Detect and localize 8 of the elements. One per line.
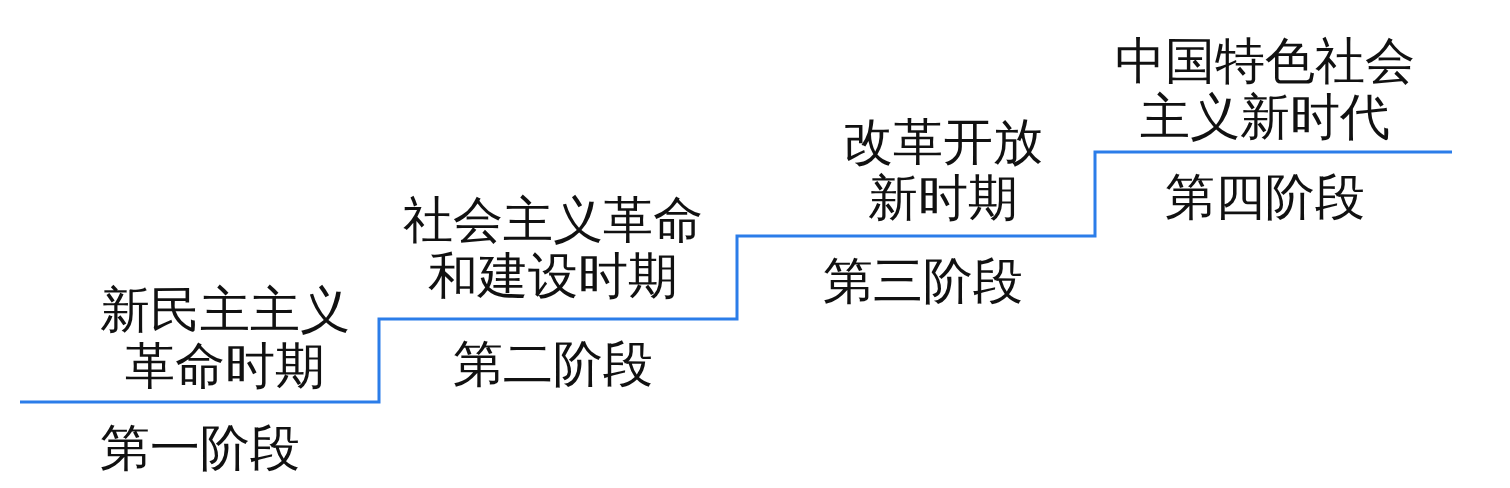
stage-label: 第三阶段: [822, 253, 1024, 309]
period-label: 社会主义革命和建设时期: [402, 192, 704, 304]
stage-label: 第一阶段: [99, 420, 301, 476]
stage-label: 第四阶段: [1164, 169, 1366, 225]
period-label: 中国特色社会主义新时代: [1114, 33, 1416, 145]
stage-label: 第二阶段: [452, 336, 654, 392]
period-label: 新民主主义革命时期: [99, 282, 351, 394]
period-label: 改革开放新时期: [842, 114, 1044, 226]
